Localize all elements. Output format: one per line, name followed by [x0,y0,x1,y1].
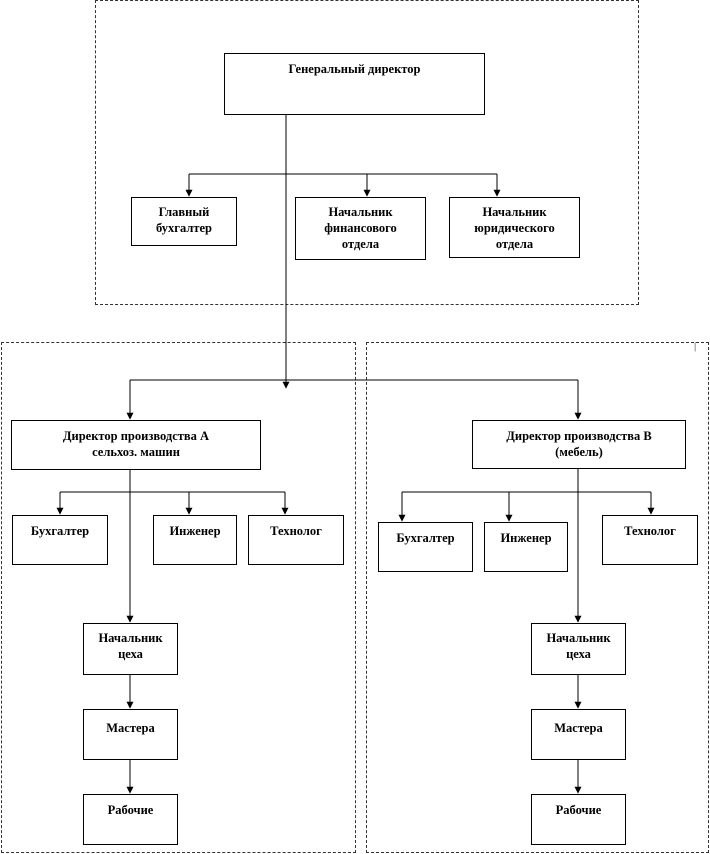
director-b-box: Директор производства В (мебель) [472,420,686,469]
a-technologist-box: Технолог [248,515,344,565]
b-accountant-box: Бухгалтер [378,522,473,572]
a-shop-head-box: Начальник цеха [83,623,178,675]
a-engineer-box: Инженер [153,515,237,565]
b-shop-head-box: Начальник цеха [531,623,626,675]
corner-mark: | [694,340,697,352]
b-engineer-box: Инженер [484,522,568,572]
b-workers-box: Рабочие [531,794,626,845]
a-accountant-box: Бухгалтер [12,515,108,565]
chief-accountant-box: Главный бухгалтер [131,197,237,246]
head-finance-box: Начальник финансового отдела [295,197,426,260]
production-a-group [1,342,356,853]
general-director-box: Генеральный директор [224,53,485,115]
management-group [95,0,639,305]
b-technologist-box: Технолог [602,515,698,565]
a-masters-box: Мастера [83,709,178,760]
b-masters-box: Мастера [531,709,626,760]
director-a-box: Директор производства А сельхоз. машин [11,420,261,470]
production-b-group [366,342,709,853]
head-legal-box: Начальник юридического отдела [449,197,580,258]
a-workers-box: Рабочие [83,794,178,845]
